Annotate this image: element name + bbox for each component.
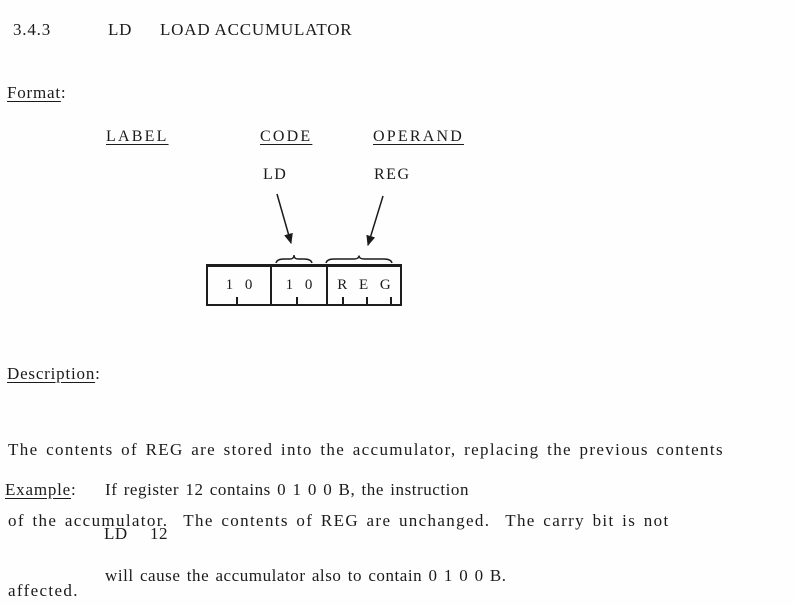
example-result: will cause the accumulator also to conta… bbox=[105, 566, 507, 585]
bitfield-cell-reg: R E G bbox=[328, 267, 400, 304]
example-label-text: Example bbox=[5, 480, 72, 499]
description-section-label: Description: bbox=[7, 364, 101, 384]
example-intro: If register 12 contains 0 1 0 0 B, the i… bbox=[105, 480, 470, 499]
section-number: 3.4.3 bbox=[13, 20, 51, 39]
format-label-text: Format bbox=[7, 83, 61, 102]
bit-tick bbox=[366, 297, 368, 304]
bit-tick bbox=[390, 297, 392, 304]
page-title: LOAD ACCUMULATOR bbox=[160, 20, 353, 39]
format-diagram-annotations bbox=[275, 193, 393, 264]
reg-arrow bbox=[366, 195, 384, 247]
format-label-colon: : bbox=[60, 83, 67, 102]
example-code-operand: 12 bbox=[150, 524, 169, 543]
example-code-mnemonic: LD bbox=[104, 524, 128, 543]
column-header-code: CODE bbox=[260, 128, 313, 145]
description-line: of the accumulator. The contents of REG … bbox=[8, 510, 670, 530]
bitfield-cell-text: R E G bbox=[337, 277, 395, 293]
description-label-text: Description bbox=[7, 364, 96, 383]
bit-tick bbox=[296, 297, 298, 304]
format-code-value: LD bbox=[263, 166, 288, 183]
description-line: affected. bbox=[8, 581, 79, 600]
example-label-colon: : bbox=[71, 480, 77, 499]
opcode-brace bbox=[275, 254, 313, 264]
description-line: The contents of REG are stored into the … bbox=[8, 440, 724, 459]
bit-tick bbox=[342, 297, 344, 304]
description-label-colon: : bbox=[95, 364, 101, 383]
ld-arrow bbox=[276, 193, 293, 245]
instruction-mnemonic: LD bbox=[108, 20, 133, 39]
bit-tick bbox=[236, 297, 238, 304]
description-paragraph: The contents of REG are stored into the … bbox=[8, 391, 724, 606]
example-section-label: Example: bbox=[5, 480, 77, 500]
bitfield-cell-opcode-hi: 1 0 bbox=[208, 267, 272, 304]
format-section-label: Format: bbox=[7, 83, 66, 103]
column-header-label: LABEL bbox=[106, 128, 169, 145]
bitfield-cell-text: 1 0 bbox=[225, 277, 257, 293]
column-header-operand: OPERAND bbox=[373, 128, 464, 145]
bitfield-cell-text: 1 0 bbox=[285, 277, 317, 293]
reg-brace bbox=[325, 255, 393, 264]
instruction-bitfield-box: 1 0 1 0 R E G bbox=[206, 264, 402, 306]
bitfield-cell-opcode-lo: 1 0 bbox=[272, 267, 328, 304]
format-operand-value: REG bbox=[374, 166, 411, 183]
